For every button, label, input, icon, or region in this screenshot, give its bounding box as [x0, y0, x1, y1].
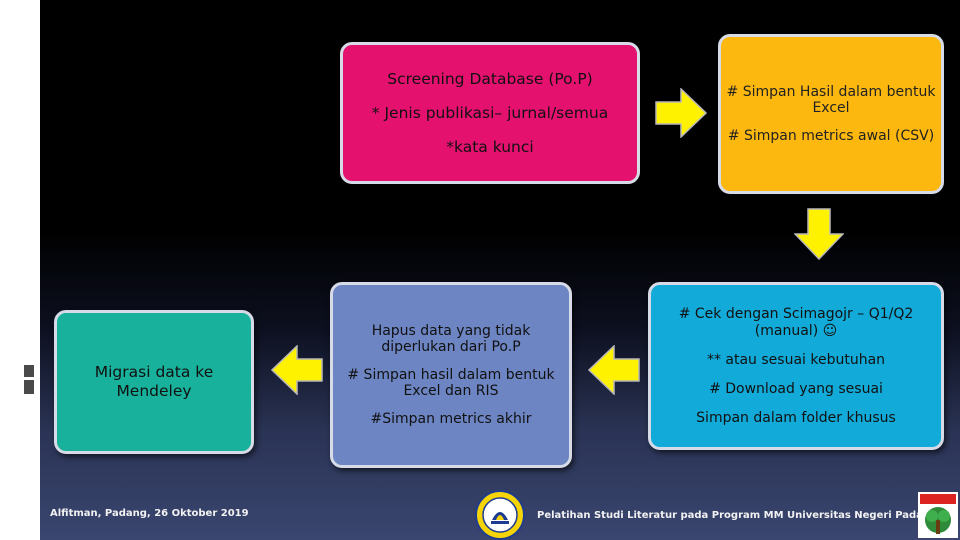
delete-data-text: Hapus data yang tidak diperlukan dari Po… [371, 323, 531, 355]
arrow-left-icon [271, 345, 323, 395]
footer-author: Alfitman, Padang, 26 Oktober 2019 [50, 508, 249, 519]
delete-data-box: Hapus data yang tidak diperlukan dari Po… [330, 282, 572, 468]
check-scimago-box: # Cek dengan Scimagojr – Q1/Q2 (manual) … [648, 282, 944, 450]
screening-box: Screening Database (Po.P) * Jenis publik… [340, 42, 640, 184]
decor-strip [24, 380, 34, 394]
save-excel-ris-text: # Simpan hasil dalam bentuk Excel dan RI… [347, 367, 555, 399]
migrate-mendeley-text: Migrasi data ke Mendeley [94, 363, 214, 400]
arrow-down-icon [794, 208, 844, 260]
university-logo-icon [475, 490, 525, 540]
screening-title: Screening Database (Po.P) [387, 70, 593, 88]
save-metrics-text: # Simpan metrics awal (CSV) [727, 128, 935, 144]
save-results-box: # Simpan Hasil dalam bentuk Excel # Simp… [718, 34, 944, 194]
save-folder-text: Simpan dalam folder khusus [696, 409, 896, 426]
footer-event: Pelatihan Studi Literatur pada Program M… [537, 510, 938, 521]
migrate-mendeley-box: Migrasi data ke Mendeley [54, 310, 254, 454]
screening-keywords: *kata kunci [446, 138, 534, 156]
save-excel-text: # Simpan Hasil dalam bentuk Excel [726, 84, 936, 116]
decor-strip [24, 365, 34, 377]
as-needed-text: ** atau sesuai kebutuhan [706, 351, 886, 368]
save-final-metrics-text: #Simpan metrics akhir [370, 411, 532, 427]
region-emblem-icon [918, 492, 958, 538]
screening-publication-type: * Jenis publikasi– jurnal/semua [371, 104, 609, 122]
arrow-right-icon [655, 88, 707, 138]
check-scimago-text: # Cek dengan Scimagojr – Q1/Q2 (manual) … [678, 305, 914, 339]
arrow-left-icon [588, 345, 640, 395]
decor-strip [30, 52, 38, 88]
download-text: # Download yang sesuai [709, 380, 883, 397]
